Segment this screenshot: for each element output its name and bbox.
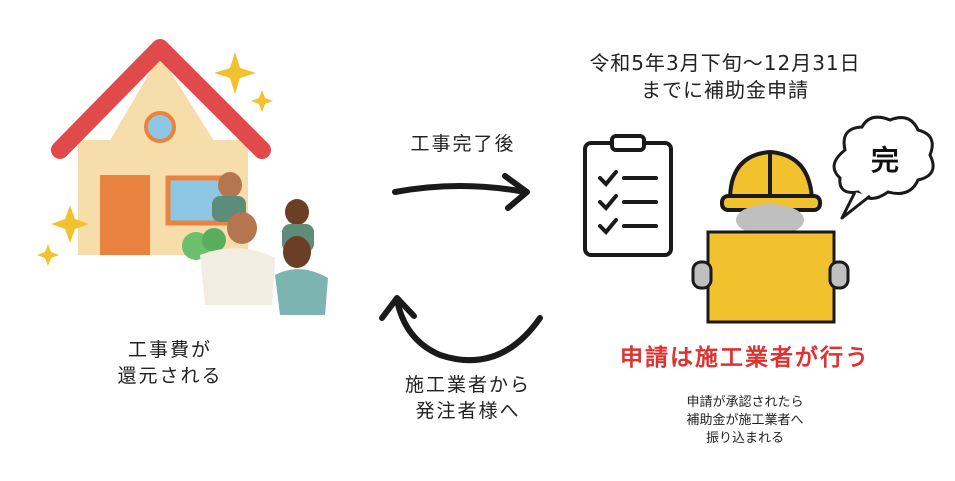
period-line2: までに補助金申請 (641, 78, 809, 102)
refund-line1: 工事費が (127, 339, 212, 361)
speech-bubble-icon: 完 (832, 115, 935, 220)
bubble-char: 完 (871, 144, 899, 177)
worker-helmet-icon (691, 149, 850, 324)
refund-label: 工事費が 還元される (75, 338, 265, 389)
approval-line1: 申請が承認されたら (686, 395, 804, 410)
approval-note: 申請が承認されたら 補助金が施工業者へ 振り込まれる (640, 394, 850, 449)
sparkle-icon (37, 52, 273, 266)
refund-line2: 還元される (117, 364, 223, 387)
approval-line2: 補助金が施工業者へ (686, 413, 804, 429)
contractor-line1: 施工業者から (404, 374, 531, 396)
contractor-line2: 発注者様へ (415, 399, 521, 422)
approval-line3: 振り込まれる (705, 431, 784, 447)
after-construction-label: 工事完了後 (410, 133, 516, 155)
house-family-illustration (51, 39, 328, 315)
right-arrow-icon (392, 173, 530, 211)
applicant-heading: 申請は施工業者が行う (620, 345, 870, 371)
contractor-to-client-label: 施工業者から 発注者様へ (378, 373, 558, 424)
return-arrow-icon (379, 295, 543, 364)
clipboard-checklist-icon (583, 134, 673, 257)
period-line1: 令和5年3月下旬〜12月31日 (589, 51, 861, 75)
subsidy-period: 令和5年3月下旬〜12月31日 までに補助金申請 (555, 50, 895, 104)
